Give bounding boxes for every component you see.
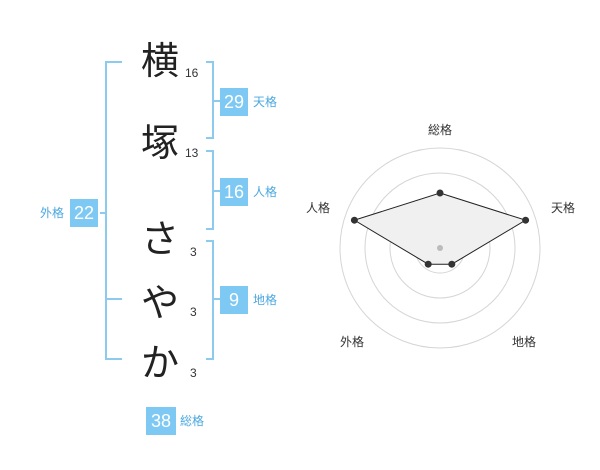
chikaku-label: 地格 [253,293,278,307]
axis-label-chikaku: 地格 [512,334,536,349]
name-char-1: 横 [140,39,179,83]
name-char-4: や [140,281,179,325]
stroke-count-1: 16 [185,66,199,80]
radar-series-area [353,192,527,265]
stroke-count-3: 3 [190,245,197,259]
gaikaku-value: 22 [70,199,98,227]
jinkaku-value: 16 [220,178,248,206]
radar-point-5 [350,216,358,224]
soukaku-label: 総格 [180,414,205,428]
name-char-2: 塚 [140,121,179,165]
axis-label-jinkaku: 人格 [306,200,330,215]
radar-points [350,189,530,268]
radar-point-4 [424,260,432,268]
stroke-count-5: 3 [190,366,197,380]
radar-ring-3 [364,172,516,324]
axis-label-gaikaku: 外格 [340,334,364,349]
name-char-5: か [140,341,179,385]
stroke-count-4: 3 [190,305,197,319]
radar-point-1 [436,189,444,197]
radar-ring-4 [339,147,541,349]
radar-point-2 [522,216,530,224]
radar-chart: 総格 天格 地格 外格 人格 [306,122,575,349]
stroke-count-2: 13 [185,146,199,160]
chikaku-value: 9 [220,286,248,314]
tenkaku-value: 29 [220,88,248,116]
axis-label-tenkaku: 天格 [551,200,575,215]
axis-label-soukaku: 総格 [428,122,452,137]
tenkaku-label: 天格 [253,95,278,109]
jinkaku-label: 人格 [253,185,278,199]
radar-center-dot [437,245,443,251]
soukaku-value: 38 [146,407,176,435]
gaikaku-label: 外格 [40,206,65,220]
radar-point-3 [448,260,456,268]
name-char-3: さ [140,217,179,261]
